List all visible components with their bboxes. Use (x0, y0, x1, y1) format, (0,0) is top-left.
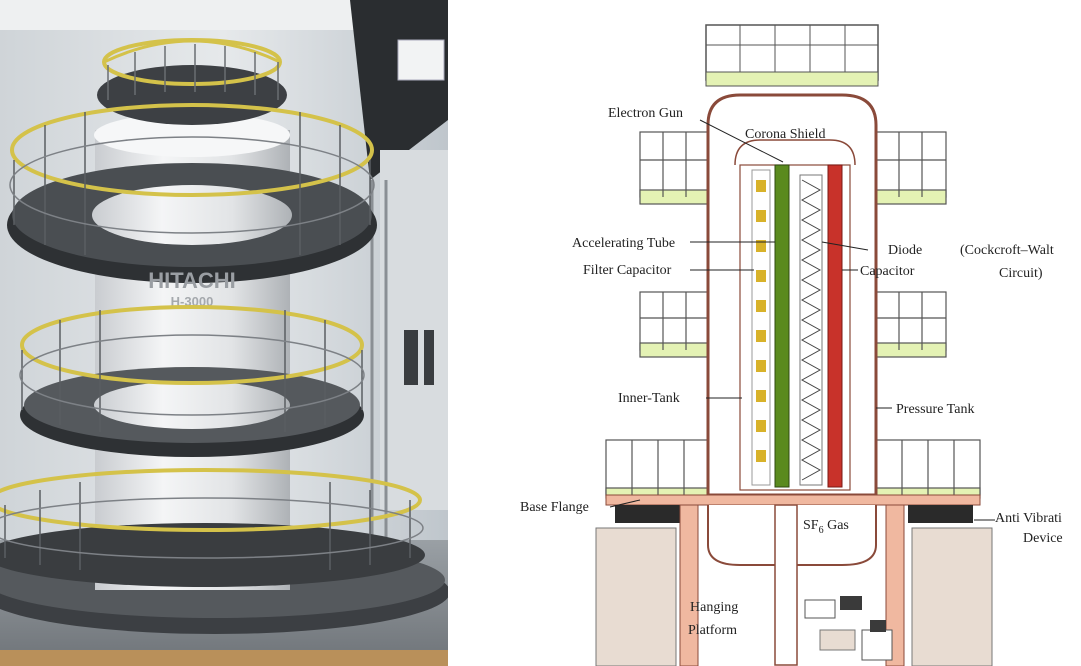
label-filter-capacitor: Filter Capacitor (583, 263, 672, 278)
label-electron-gun: Electron Gun (608, 106, 683, 121)
cockcroft-capacitor-column (827, 164, 843, 488)
label-capacitor: Capacitor (860, 264, 915, 279)
label-cockcroft-walton: (Cockcroft–Walt (960, 243, 1054, 258)
diode-column (799, 174, 823, 486)
pressure-tank (706, 93, 878, 497)
label-cockcroft-circuit: Circuit) (999, 266, 1043, 281)
anti-vibration-pad-right (908, 505, 973, 523)
corona-shield (734, 139, 856, 166)
filter-capacitor-stack (751, 169, 771, 486)
anti-vibration-pad-left (615, 505, 680, 523)
inner-tank (739, 164, 851, 491)
label-sf6-gas: SF6 Gas (803, 518, 849, 536)
label-hanging: Hanging (690, 600, 738, 615)
photo-brand-text: HITACHI (148, 268, 236, 293)
label-inner-tank: Inner-Tank (618, 391, 680, 406)
hanging-platform-equipment (804, 596, 893, 661)
accelerator-schematic: Electron Gun Corona Shield Accelerating … (449, 0, 1081, 666)
label-diode: Diode (888, 243, 922, 258)
support-column-left (679, 504, 699, 666)
accelerator-photo-illustration: HITACHI H-3000 (0, 0, 448, 666)
label-accelerating-tube: Accelerating Tube (572, 236, 675, 251)
schematic-drawing: Electron Gun Corona Shield Accelerating … (520, 24, 1063, 666)
label-corona-shield: Corona Shield (745, 127, 826, 142)
label-anti-vibration: Anti Vibrati (995, 511, 1062, 526)
accelerating-tube (774, 164, 790, 488)
label-base-flange: Base Flange (520, 500, 589, 515)
label-hanging-platform: Platform (688, 623, 737, 638)
label-pressure-tank: Pressure Tank (896, 402, 974, 417)
accelerator-photo: HITACHI H-3000 (0, 0, 448, 666)
top-hat-structure (705, 24, 879, 87)
base-block-left (595, 527, 677, 666)
label-anti-vibration-device: Device (1023, 531, 1063, 546)
support-column-right (885, 504, 905, 666)
central-shaft (774, 504, 798, 666)
base-block-right (911, 527, 993, 666)
base-flange (605, 494, 981, 506)
